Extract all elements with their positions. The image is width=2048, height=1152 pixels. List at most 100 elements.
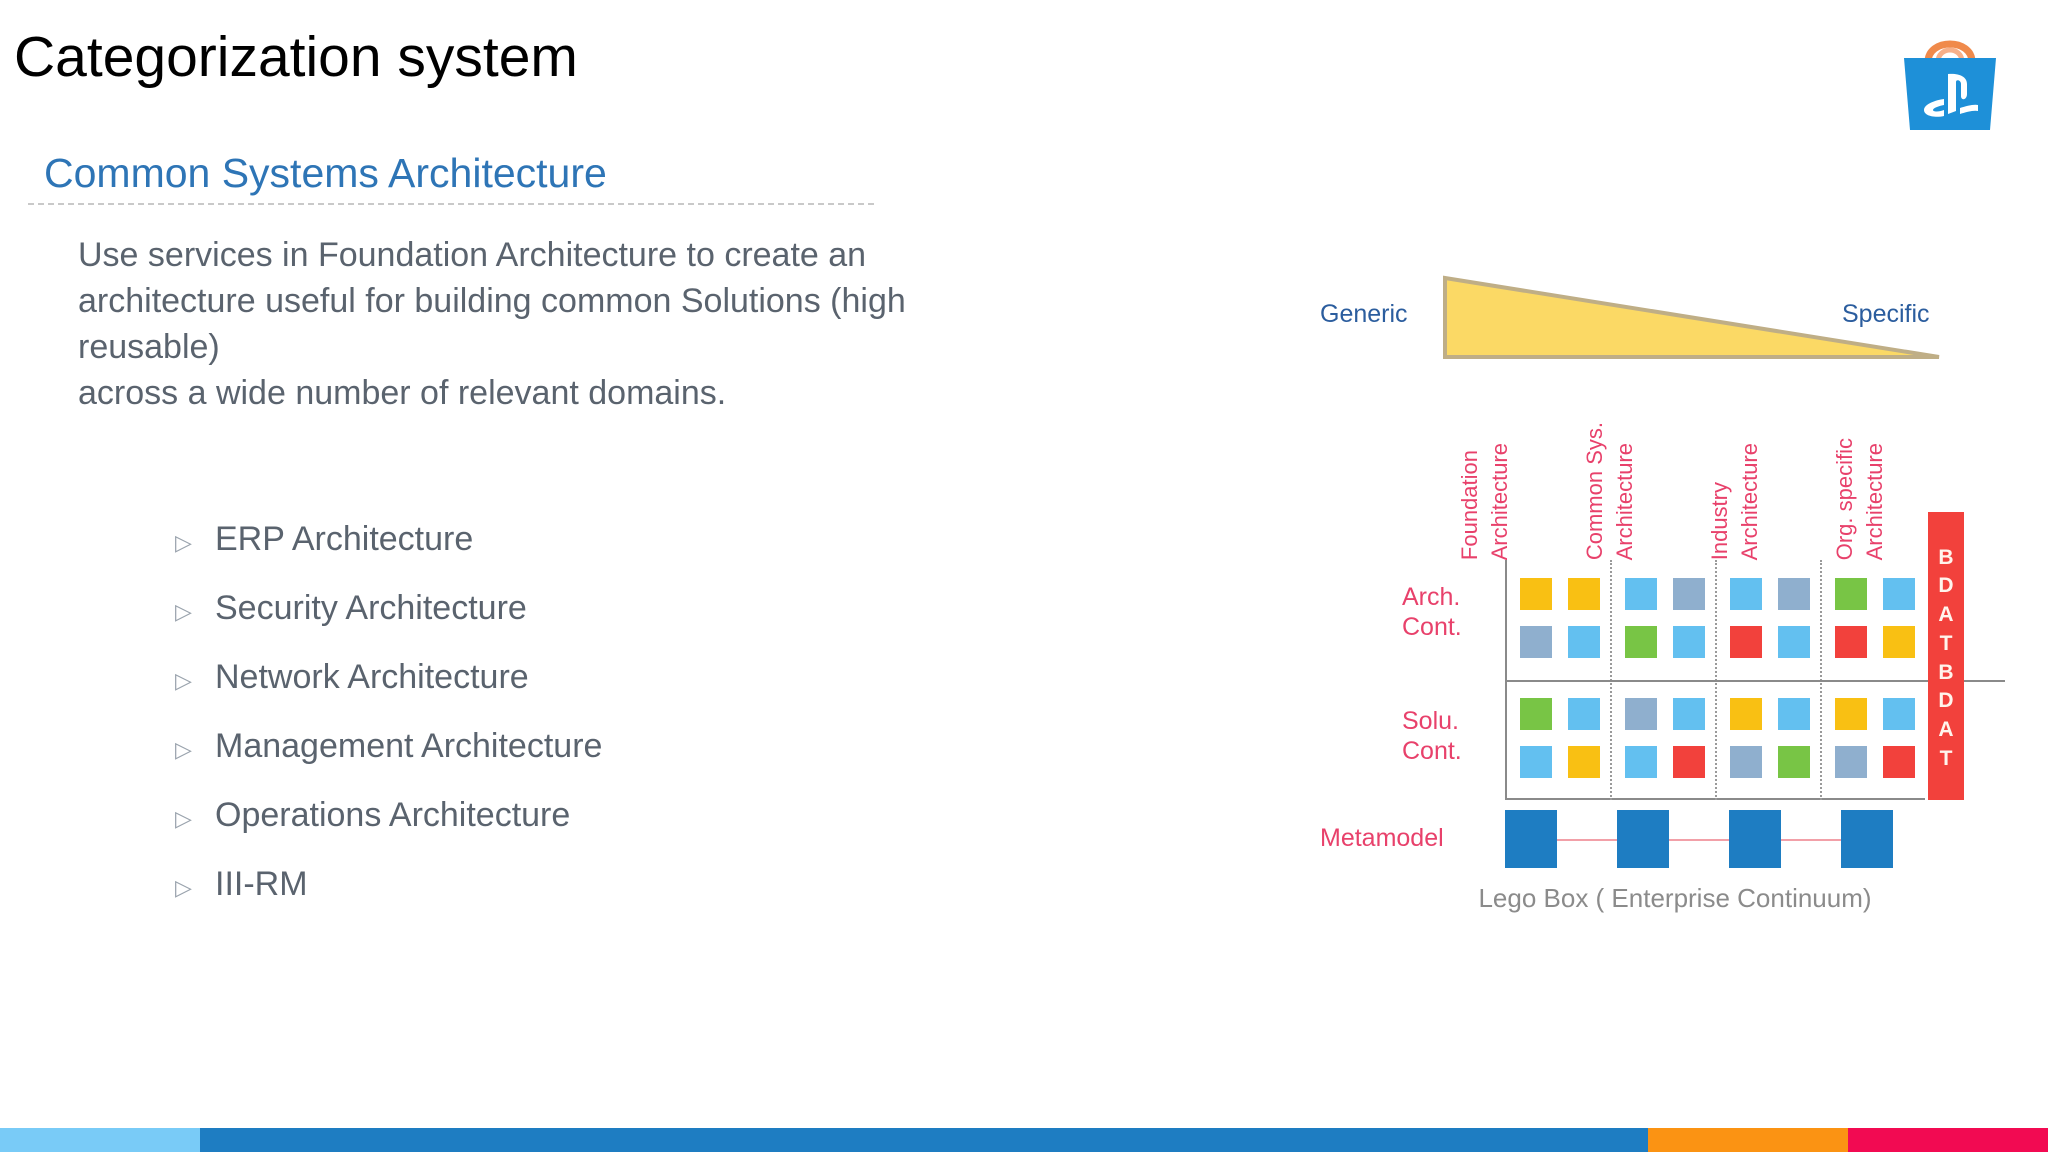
bdat-bar: B D A T B D A T <box>1928 512 1964 800</box>
metamodel-box <box>1617 810 1669 868</box>
list-item-label: ERP Architecture <box>215 520 474 558</box>
matrix-cell <box>1520 578 1552 610</box>
playstation-store-logo-icon <box>1898 18 2002 134</box>
row-label-solu-cont: Solu. Cont. <box>1402 706 1498 766</box>
metamodel-row: Metamodel <box>1320 810 2020 870</box>
matrix-cell <box>1520 698 1552 730</box>
matrix-cell <box>1730 746 1762 778</box>
list-item: ▷ III-RM <box>175 865 935 934</box>
list-item-label: III-RM <box>215 865 308 903</box>
bdat-letter: T <box>1939 746 1953 770</box>
matrix-cell <box>1835 698 1867 730</box>
matrix-cell <box>1778 626 1810 658</box>
paragraph-line: Use services in Foundation Architecture … <box>78 236 867 274</box>
paragraph-line: reusable) <box>78 328 220 366</box>
matrix-cell <box>1883 698 1915 730</box>
matrix-cell <box>1778 578 1810 610</box>
matrix-cell <box>1835 746 1867 778</box>
accent-segment-blue <box>200 1128 1648 1152</box>
matrix-cell <box>1835 578 1867 610</box>
section-heading: Common Systems Architecture <box>44 150 607 196</box>
metamodel-label: Metamodel <box>1320 824 1444 852</box>
bdat-letter: T <box>1939 631 1953 655</box>
column-header-line1: Org. specific <box>1832 437 1857 560</box>
triangle-bullet-icon: ▷ <box>175 875 192 900</box>
bottom-accent-bar <box>0 1128 2048 1152</box>
matrix-cell <box>1568 746 1600 778</box>
heading-divider <box>28 203 874 205</box>
matrix-cell <box>1730 626 1762 658</box>
matrix-cell <box>1673 746 1705 778</box>
metamodel-connector <box>1505 839 1841 841</box>
triangle-bullet-icon: ▷ <box>175 599 192 624</box>
row-label-line1: Solu. <box>1402 707 1459 735</box>
paragraph-line: architecture useful for building common … <box>78 282 906 320</box>
metamodel-box <box>1505 810 1557 868</box>
list-item-label: Security Architecture <box>215 589 527 627</box>
matrix-cell <box>1625 626 1657 658</box>
row-label-line2: Cont. <box>1402 613 1462 641</box>
triangle-shape <box>1442 275 1942 360</box>
accent-segment-crimson <box>1848 1128 2048 1152</box>
list-item: ▷ Security Architecture <box>175 589 935 658</box>
matrix-cell <box>1568 698 1600 730</box>
matrix-cell <box>1625 578 1657 610</box>
column-header-line2: Architecture <box>1736 442 1762 560</box>
metamodel-box <box>1729 810 1781 868</box>
diagram-caption: Lego Box ( Enterprise Continuum) <box>1478 883 1872 913</box>
column-header-line1: Foundation <box>1457 449 1482 560</box>
matrix-cell <box>1673 698 1705 730</box>
list-item: ▷ Network Architecture <box>175 658 935 727</box>
triangle-label-generic: Generic <box>1320 300 1408 328</box>
matrix-cell <box>1625 698 1657 730</box>
column-header-industry-architecture: Industry Architecture <box>1707 370 1848 560</box>
list-item-label: Network Architecture <box>215 658 529 696</box>
matrix-cell <box>1835 626 1867 658</box>
metamodel-box <box>1841 810 1893 868</box>
triangle-bullet-icon: ▷ <box>175 530 192 555</box>
list-item: ▷ ERP Architecture <box>175 520 935 589</box>
column-header-line1: Industry <box>1707 481 1732 560</box>
triangle-label-specific: Specific <box>1842 300 1930 328</box>
matrix-cell <box>1778 698 1810 730</box>
triangle-bullet-icon: ▷ <box>175 806 192 831</box>
column-header-line1: Common Sys. <box>1582 421 1607 560</box>
enterprise-continuum-diagram: Generic Specific Foundation Architecture… <box>1320 255 2020 915</box>
bdat-letter: A <box>1938 717 1954 741</box>
matrix-cell <box>1730 578 1762 610</box>
matrix-row-divider <box>1505 680 2005 682</box>
row-label-line2: Cont. <box>1402 737 1462 765</box>
row-label-arch-cont: Arch. Cont. <box>1402 582 1498 642</box>
body-paragraph: Use services in Foundation Architecture … <box>78 232 1038 416</box>
matrix-cell <box>1883 626 1915 658</box>
row-label-line1: Arch. <box>1402 583 1461 611</box>
paragraph-line: across a wide number of relevant domains… <box>78 374 727 412</box>
matrix-cell <box>1568 578 1600 610</box>
bdat-letter: D <box>1938 574 1954 598</box>
matrix-cell <box>1520 746 1552 778</box>
list-item: ▷ Management Architecture <box>175 727 935 796</box>
generic-specific-gradient-triangle: Generic Specific <box>1320 255 2020 365</box>
matrix-cell <box>1520 626 1552 658</box>
matrix-cell <box>1883 746 1915 778</box>
column-header-line2: Architecture <box>1611 442 1637 560</box>
matrix-cell <box>1778 746 1810 778</box>
matrix-cell <box>1730 698 1762 730</box>
bdat-letter: B <box>1938 545 1954 569</box>
accent-segment-orange <box>1648 1128 1848 1152</box>
bdat-letter: D <box>1938 689 1954 713</box>
column-header-line2: Architecture <box>1486 442 1512 560</box>
bullet-list: ▷ ERP Architecture ▷ Security Architectu… <box>175 520 935 934</box>
accent-segment-light-blue <box>0 1128 200 1152</box>
matrix-cell <box>1673 578 1705 610</box>
column-header-common-sys-architecture: Common Sys. Architecture <box>1582 370 1723 560</box>
page-title: Categorization system <box>14 25 578 89</box>
bdat-letter: A <box>1938 603 1954 627</box>
list-item-label: Operations Architecture <box>215 796 571 834</box>
triangle-bullet-icon: ▷ <box>175 668 192 693</box>
continuum-matrix: Arch. Cont. Solu. Cont. B D A T B D A T <box>1402 512 2020 800</box>
list-item-label: Management Architecture <box>215 727 603 765</box>
triangle-bullet-icon: ▷ <box>175 737 192 762</box>
bdat-letter: B <box>1938 660 1954 684</box>
matrix-cell <box>1568 626 1600 658</box>
